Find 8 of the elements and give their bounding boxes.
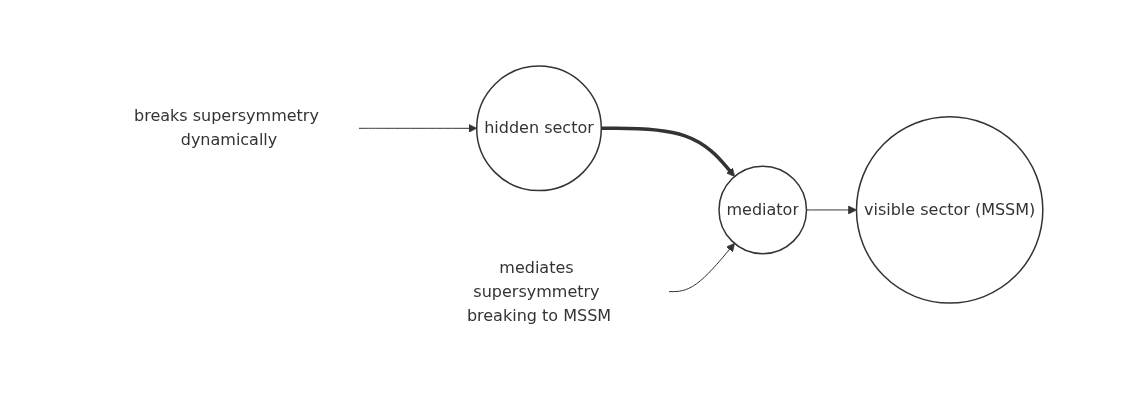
arrow <box>358 123 477 133</box>
node-circle: hidden sector <box>475 64 602 192</box>
node-circle: visible sector (MSSM) <box>855 115 1044 304</box>
node-text: mediates supersymmetry breaking to MSSM <box>466 257 611 325</box>
arrow <box>600 126 735 177</box>
node-circle: mediator <box>717 165 807 255</box>
arrow <box>668 242 735 292</box>
node-text: breaks supersymmetry dynamically <box>133 106 319 149</box>
